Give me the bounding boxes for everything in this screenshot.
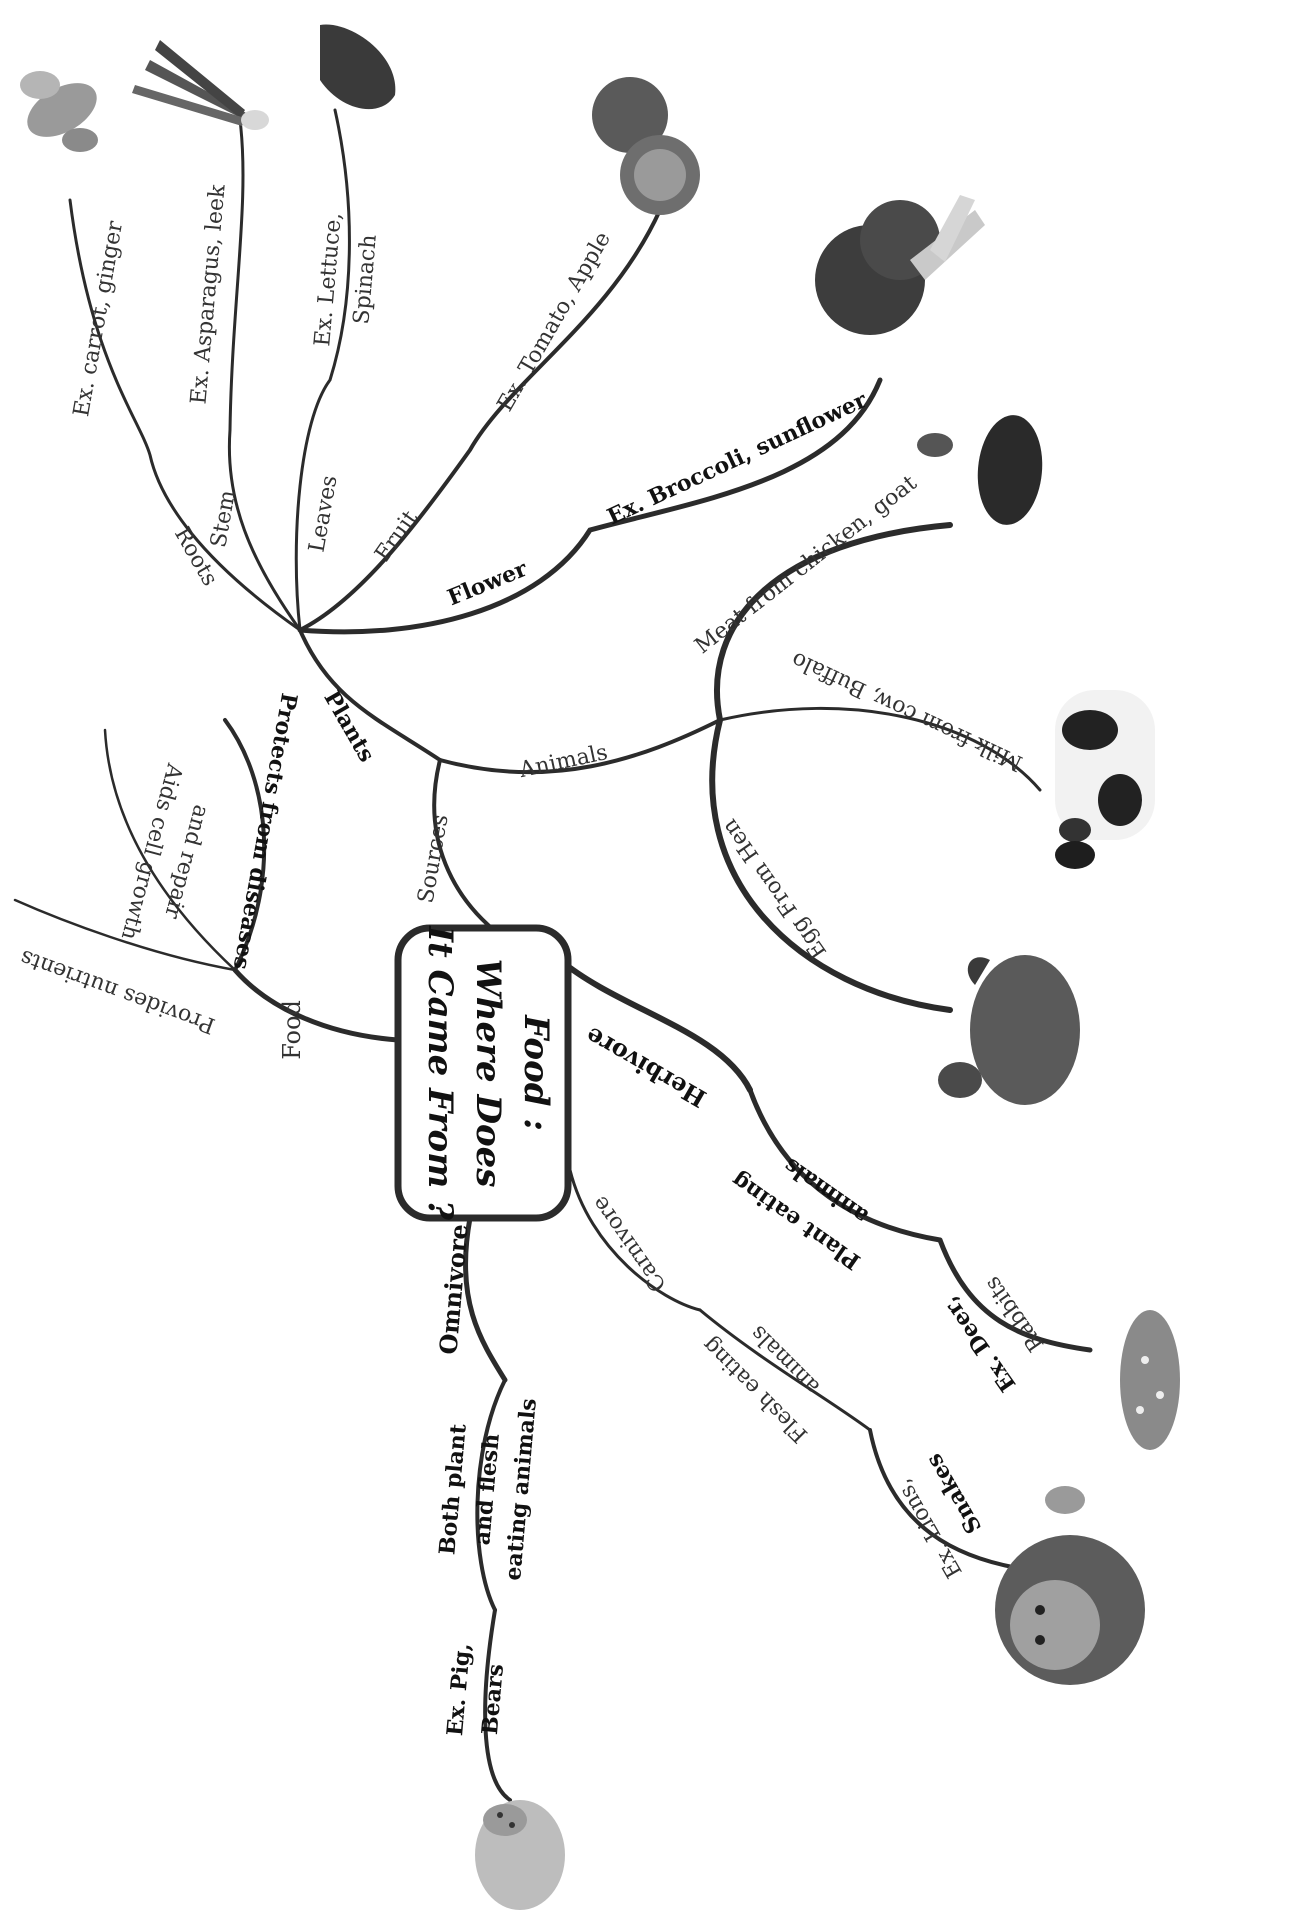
stem-branch — [227, 118, 302, 632]
label-meat: Meat from chicken, goat — [690, 471, 921, 659]
cow-picture — [1055, 690, 1155, 869]
food-branch — [232, 967, 401, 1043]
leek-picture — [132, 40, 269, 130]
label-egg: Egg From Hen — [717, 814, 832, 963]
center-title-line-3: It Came From ? — [420, 925, 460, 1221]
herb-ex-branch — [937, 1237, 1093, 1353]
label-stem: Stem — [206, 488, 241, 549]
center-node: Food : Where Does It Came From ? — [394, 924, 572, 1222]
roots-branch — [68, 198, 302, 632]
label-omni-desc-1: Both plant — [434, 1422, 471, 1556]
lion-picture — [995, 1535, 1145, 1685]
label-flesh-eating-1: Flesh eating — [698, 1332, 813, 1447]
provides-nutrients-branch — [13, 898, 237, 972]
center-box — [394, 924, 572, 1222]
label-fruit-ex: Ex. Tomato, Apple — [493, 228, 616, 416]
pictures — [20, 24, 1180, 1910]
label-leaves: Leaves — [305, 474, 343, 555]
label-milk: Milk from cow, Buffalo — [788, 646, 1027, 775]
carnivore-branch — [568, 1168, 702, 1312]
broccoli-picture — [815, 195, 985, 335]
label-fruit: Fruit — [370, 506, 423, 566]
pig-picture — [475, 1800, 565, 1910]
plant-eating-branch — [747, 1087, 943, 1243]
label-leaves-ex-2: Spinach — [349, 234, 382, 326]
aids-growth-branch — [103, 728, 237, 972]
protects-branch — [223, 718, 267, 972]
flesh-eating-branch — [698, 1308, 872, 1432]
goat-picture — [917, 415, 1043, 525]
ginger-picture — [20, 71, 98, 152]
omni-desc-branch — [475, 1378, 507, 1612]
meat-branch — [713, 522, 953, 723]
egg-branch — [709, 717, 953, 1013]
label-omni-ex-2: Bears — [477, 1663, 509, 1736]
carn-ex-branch — [868, 1428, 1032, 1572]
label-protects: Protects from diseases — [228, 691, 302, 972]
center-title-line-2: Where Does — [468, 959, 508, 1188]
label-omni-ex-1: Ex. Pig, — [442, 1642, 476, 1737]
label-flower-ex: Ex. Broccoli, sunflower — [603, 387, 871, 530]
omni-ex-branch — [483, 1608, 512, 1802]
label-provides-nutrients: Provides nutrients — [17, 944, 219, 1038]
label-sources: Sources — [414, 813, 454, 906]
label-food: Food — [278, 1000, 306, 1060]
center-title-line-1: Food : — [516, 1014, 556, 1131]
hen-picture — [938, 955, 1080, 1105]
leaves-branch — [294, 108, 351, 632]
tomato-picture — [592, 77, 700, 215]
spinach-picture — [320, 24, 396, 110]
label-carnivore: Carnivore — [588, 1191, 672, 1296]
animals-branch — [438, 718, 722, 775]
branch-lines — [13, 108, 1093, 1802]
fruit-branch — [298, 208, 662, 632]
deer-picture — [1045, 1310, 1180, 1514]
label-flower: Flower — [444, 556, 531, 611]
omnivore-branch — [462, 1215, 508, 1383]
milk-branch — [718, 706, 1042, 792]
label-stem-ex: Ex. Asparagus, leek — [186, 183, 230, 405]
plants-branch — [298, 628, 442, 762]
label-animals: Animals — [516, 740, 610, 783]
label-omni-desc-3: eating animals — [500, 1397, 542, 1581]
flower-branch — [297, 377, 883, 635]
label-omnivore: Omnivore — [433, 1223, 473, 1356]
herbivore-branch — [557, 957, 753, 1093]
sources-branch — [432, 758, 502, 937]
label-omni-desc-2: and flesh — [469, 1433, 505, 1547]
